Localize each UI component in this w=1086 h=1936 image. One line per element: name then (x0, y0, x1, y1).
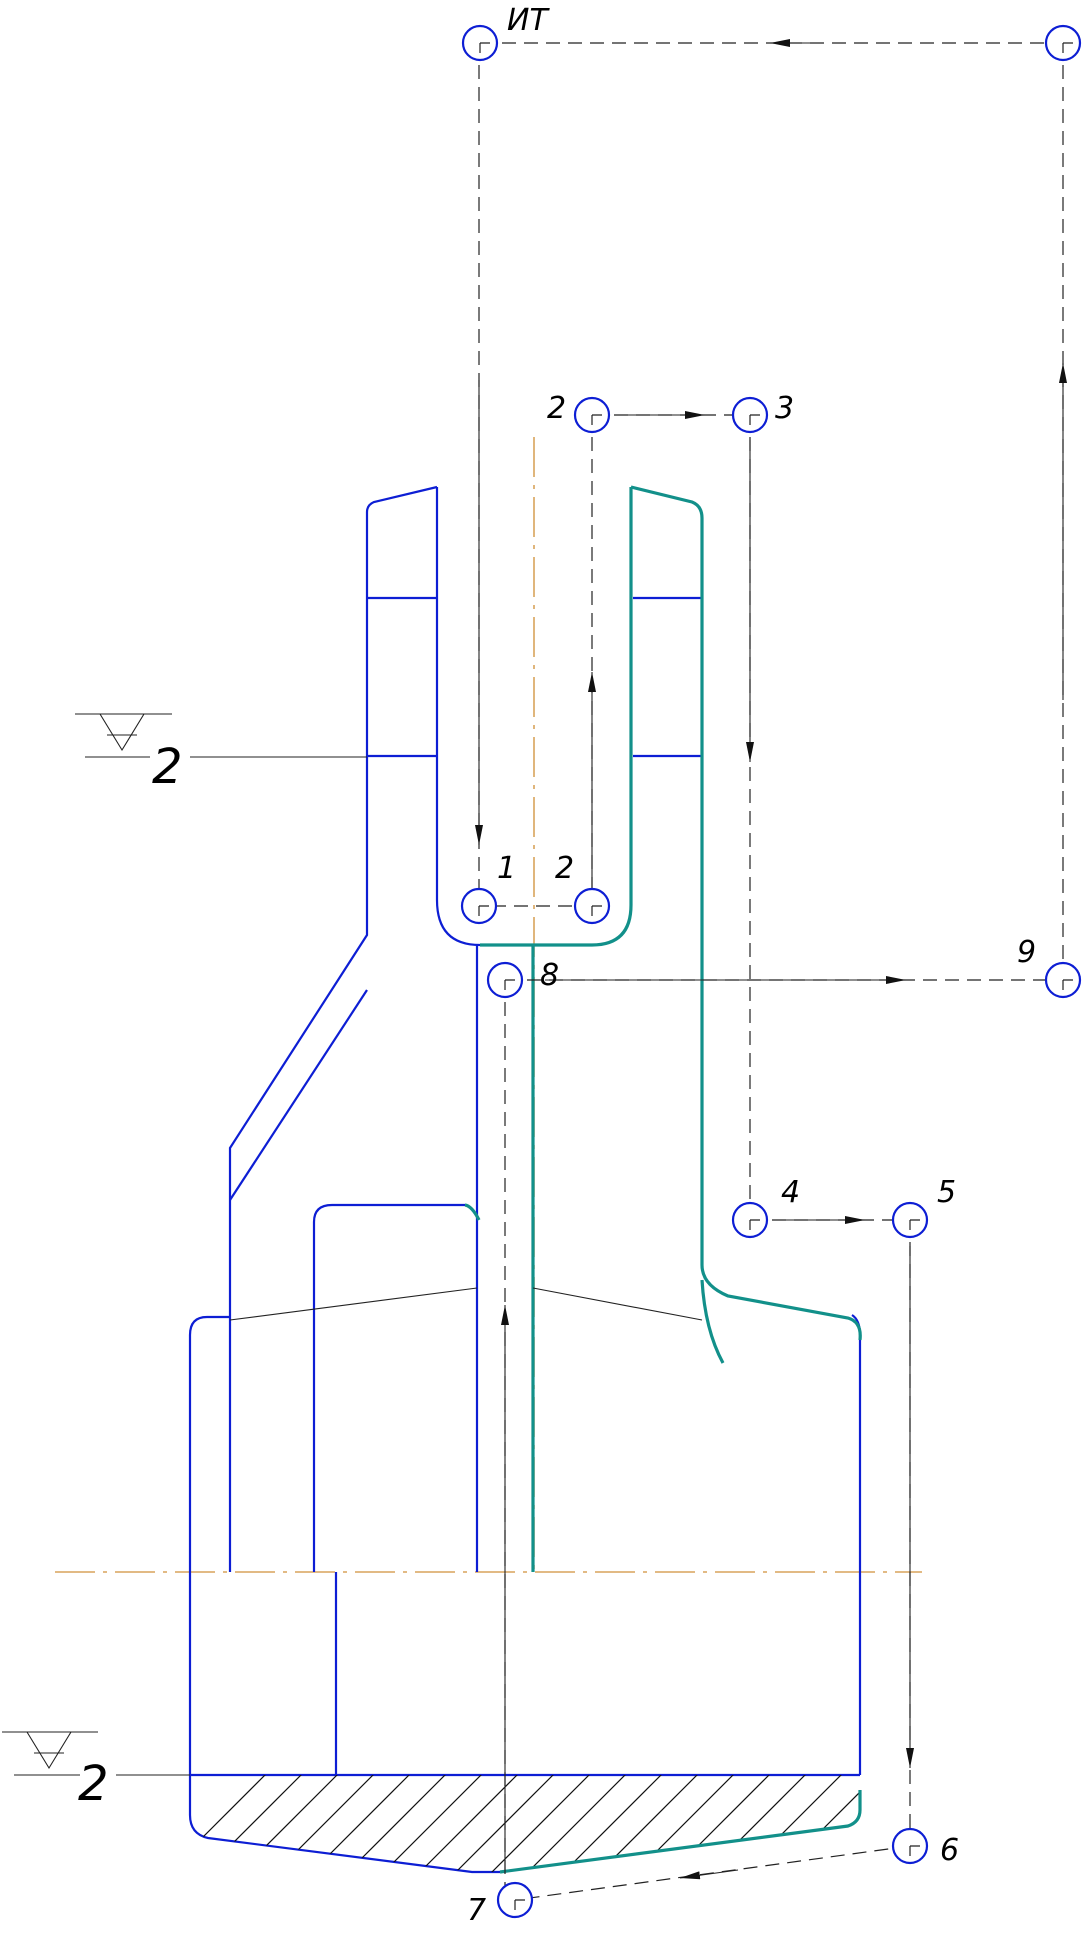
node-2-upper (573, 396, 611, 434)
label-2-lower: 2 (555, 851, 574, 886)
node-7 (496, 1881, 534, 1919)
label-7: 7 (467, 1893, 486, 1928)
lower-level-label: 2 (78, 1756, 109, 1812)
upper-water-level-symbol (75, 713, 367, 758)
node-4 (731, 1201, 769, 1239)
node-9 (1044, 961, 1082, 999)
upper-level-label: 2 (152, 739, 183, 795)
label-1: 1 (497, 851, 516, 886)
node-it (461, 24, 499, 62)
label-it: ИТ (507, 3, 550, 38)
guide-lines (229, 1287, 703, 1321)
label-6: 6 (940, 1833, 959, 1868)
label-8: 8 (540, 958, 559, 993)
node-1 (460, 887, 498, 925)
node-6 (891, 1827, 929, 1865)
flow-path (478, 42, 1064, 1901)
lower-water-level-symbol (2, 1731, 190, 1776)
node-9-top (1044, 24, 1082, 62)
hatched-bottom-section (190, 1775, 860, 1872)
label-2-upper: 2 (547, 391, 566, 426)
node-8 (486, 961, 524, 999)
flow-arrows (475, 39, 1067, 1880)
label-3: 3 (775, 391, 794, 426)
node-5 (891, 1201, 929, 1239)
label-9: 9 (1017, 935, 1036, 970)
node-3 (731, 396, 769, 434)
outlet-channel (464, 485, 862, 1874)
node-2-lower (573, 887, 611, 925)
label-4: 4 (781, 1175, 800, 1210)
label-5: 5 (937, 1175, 956, 1210)
body-outline (188, 485, 862, 1874)
